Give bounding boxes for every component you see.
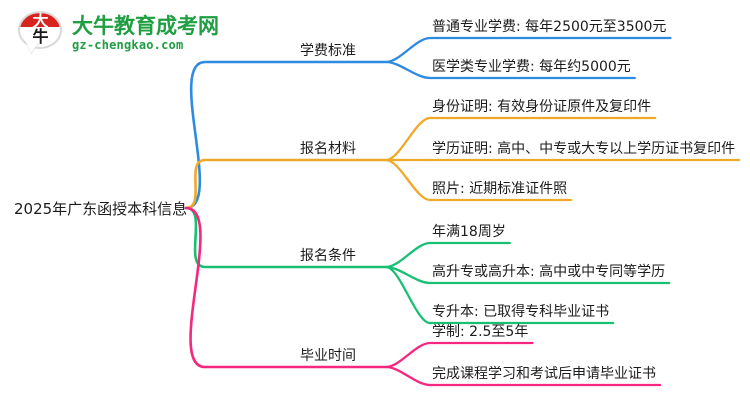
branch-connector [384, 158, 432, 202]
leaf-label-3-1[interactable]: 年满18周岁 [432, 224, 506, 240]
leaf-label-4-1[interactable]: 学制: 2.5至5年 [432, 324, 529, 340]
branch-connector [184, 206, 388, 269]
leaf-label-4-2[interactable]: 完成课程学习和考试后申请毕业证书 [432, 366, 656, 382]
logo-subtitle: gz-chengkao.com [72, 38, 184, 52]
branch-connector [184, 60, 388, 210]
branch-connector [384, 341, 432, 369]
branch-connector [384, 241, 432, 269]
branch-connector [184, 206, 388, 369]
branch-label-3[interactable]: 报名条件 [300, 248, 356, 264]
logo-mark-icon: 大牛 [18, 11, 64, 55]
branch-connector [384, 365, 432, 387]
leaf-label-2-2[interactable]: 学历证明: 高中、中专或大专以上学历证书复印件 [432, 141, 736, 157]
bubble-top-fill [20, 13, 60, 28]
branch-connector [384, 116, 432, 162]
branch-connector [384, 60, 432, 80]
bubble-tail-shape [26, 42, 39, 53]
branch-connector [384, 36, 432, 64]
leaf-label-3-3[interactable]: 专升本: 已取得专科毕业证书 [432, 304, 610, 320]
leaf-label-2-3[interactable]: 照片: 近期标准证件照 [432, 181, 568, 197]
speech-bubble-shape [18, 11, 62, 49]
root-node-label[interactable]: 2025年广东函授本科信息 [14, 200, 188, 218]
branch-label-2[interactable]: 报名材料 [300, 141, 356, 157]
logo-title: 大牛教育成考网 [72, 14, 219, 38]
site-logo: 大牛 大牛教育成考网 gz-chengkao.com [18, 8, 238, 58]
branch-label-1[interactable]: 学费标准 [300, 43, 356, 59]
leaf-label-2-1[interactable]: 身份证明: 有效身份证原件及复印件 [432, 99, 652, 115]
branch-line-group [184, 36, 741, 387]
branch-connector [184, 158, 388, 210]
branch-connector [384, 265, 432, 325]
branch-label-4[interactable]: 毕业时间 [300, 348, 356, 364]
logo-mark-text: 大牛 [32, 13, 48, 46]
leaf-label-3-2[interactable]: 高升专或高升本: 高中或中专同等学历 [432, 264, 666, 280]
logo-text-block: 大牛教育成考网 gz-chengkao.com [72, 14, 219, 52]
leaf-label-1-1[interactable]: 普通专业学费: 每年2500元至3500元 [432, 19, 667, 35]
leaf-label-1-2[interactable]: 医学类专业学费: 每年约5000元 [432, 59, 631, 75]
